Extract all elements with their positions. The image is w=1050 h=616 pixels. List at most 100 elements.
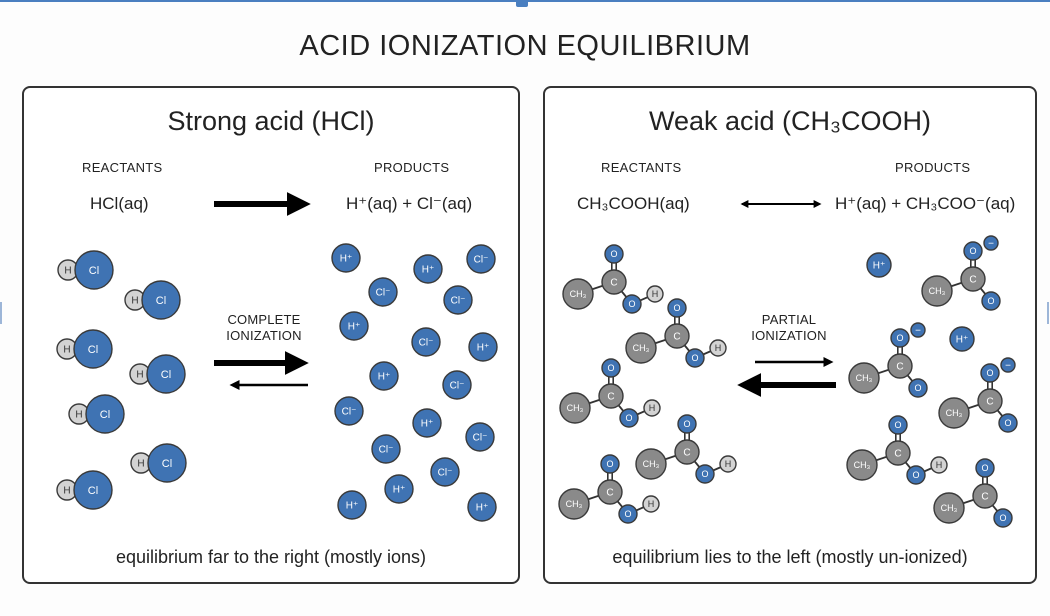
h-plus-ion-7-label: H⁺ xyxy=(346,501,359,512)
acetic-acid-1-o-right: O xyxy=(685,348,705,368)
hcl-cl-atom-1-circle xyxy=(141,280,181,320)
acetic-acid-0-o-right-label: O xyxy=(628,299,635,309)
acetate-1-o-top-circle xyxy=(890,328,910,348)
acetic-acid-0-o-right: O xyxy=(622,294,642,314)
complete-label-line1: COMPLETE xyxy=(227,312,301,327)
cl-minus-ion-4-label: Cl⁻ xyxy=(450,381,465,392)
weak-product-equation: H⁺(aq) + CH₃COO⁻(aq) xyxy=(835,194,1016,213)
h-plus-ion-0-circle xyxy=(331,243,361,273)
acetic-acid-1-ch3-circle xyxy=(625,332,657,364)
acetic-acid-0-h-circle xyxy=(646,285,664,303)
cl-minus-ion-0-label: Cl⁻ xyxy=(474,255,489,266)
h-plus-ion-5-label: H⁺ xyxy=(421,419,434,430)
hcl-h-atom-3-label: H xyxy=(136,370,143,381)
h-plus-ion-4: H⁺ xyxy=(468,332,498,362)
top-handle[interactable] xyxy=(516,0,528,7)
acetate-2-o-top: O xyxy=(980,363,1000,383)
acetic-acid-4-ch3-circle xyxy=(933,492,965,524)
acetic-acid-3-c-circle xyxy=(597,479,623,505)
acetic-acid-0-o-top-circle xyxy=(604,244,624,264)
cl-minus-ion-3: Cl⁻ xyxy=(411,327,441,357)
h-plus-ion-4-label: H⁺ xyxy=(477,343,490,354)
acetic-acid-1-o-top: O xyxy=(667,298,687,318)
hcl-cl-atom-5-label: Cl xyxy=(162,458,172,470)
acetate-0-o-right: O xyxy=(981,291,1001,311)
acetic-acid-2-o-top-circle xyxy=(601,358,621,378)
acetic-acid-4-c: C xyxy=(972,483,998,509)
hcl-cl-atom-0-label: Cl xyxy=(89,265,99,277)
acetic-acid-3-o-right-circle xyxy=(906,465,926,485)
cl-minus-ion-7-label: Cl⁻ xyxy=(473,433,488,444)
acetic-acid-3-c-label: C xyxy=(606,488,613,499)
acetic-acid-3-h-label: H xyxy=(936,460,943,470)
acetic-acid-0-ch3-circle xyxy=(562,278,594,310)
cl-minus-ion-0-circle xyxy=(466,244,496,274)
acetic-acid-3-o-top-circle xyxy=(600,454,620,474)
weak-reactants-label: REACTANTS xyxy=(601,160,682,175)
hcl-cl-atom-2: Cl xyxy=(73,329,113,369)
hcl-h-atom-5-label: H xyxy=(137,459,144,470)
acetic-acid-4-c-label: C xyxy=(981,492,988,503)
weak-h-plus-ion-1-label: H⁺ xyxy=(956,335,969,346)
acetic-acid-2-c-label: C xyxy=(607,392,614,403)
acetate-0-o-right-label: O xyxy=(987,296,994,306)
acetic-acid-4-o-top-label: O xyxy=(683,419,690,429)
hcl-h-atom-1-label: H xyxy=(131,296,138,307)
hcl-cl-atom-0-circle xyxy=(74,250,114,290)
acetic-acid-0-ch3-label: CH₃ xyxy=(570,289,587,299)
acetic-acid-3-o-right-circle xyxy=(618,504,638,524)
cl-minus-ion-8-label: Cl⁻ xyxy=(438,468,453,479)
acetic-acid-3-o-top-circle xyxy=(888,415,908,435)
acetic-acid-4-o-top: O xyxy=(677,414,697,434)
page-title: ACID IONIZATION EQUILIBRIUM xyxy=(299,30,751,62)
weak-products-label: PRODUCTS xyxy=(895,160,971,175)
acetate-2-c-circle xyxy=(977,388,1003,414)
cl-minus-ion-6-circle xyxy=(371,434,401,464)
acetic-acid-3-h-circle xyxy=(930,456,948,474)
acetate-2-o-top-circle xyxy=(980,363,1000,383)
h-plus-ion-3: H⁺ xyxy=(369,361,399,391)
cl-minus-ion-5: Cl⁻ xyxy=(334,396,364,426)
acetic-acid-3-h: H xyxy=(930,456,948,474)
cl-minus-ion-8: Cl⁻ xyxy=(430,457,460,487)
cl-minus-ion-4: Cl⁻ xyxy=(442,370,472,400)
cl-minus-ion-3-circle xyxy=(411,327,441,357)
cl-minus-ion-1-label: Cl⁻ xyxy=(376,288,391,299)
hcl-cl-atom-3-label: Cl xyxy=(161,369,171,381)
acetic-acid-2-o-right: O xyxy=(619,408,639,428)
h-plus-ion-4-circle xyxy=(468,332,498,362)
acetic-acid-1-h-label: H xyxy=(715,343,722,353)
weak-h-plus-ion-1-circle xyxy=(949,326,975,352)
acetic-acid-2-ch3-label: CH₃ xyxy=(567,403,584,413)
acetate-0-o-top-circle xyxy=(963,241,983,261)
acetic-acid-4-ch3: CH₃ xyxy=(933,492,965,524)
weak-reactant-equation: CH₃COOH(aq) xyxy=(577,194,690,213)
acetic-acid-0-c: C xyxy=(601,269,627,295)
acetic-acid-4-c-label: C xyxy=(683,448,690,459)
acetate-1-o-right-circle xyxy=(908,378,928,398)
cl-minus-ion-2-circle xyxy=(443,285,473,315)
acetic-acid-3-ch3-label: CH₃ xyxy=(854,460,871,470)
left-resize-handle[interactable] xyxy=(0,302,2,324)
acetic-acid-4-h-label: H xyxy=(725,459,732,469)
weak-acid-title: Weak acid (CH₃COOH) xyxy=(648,106,932,136)
hcl-cl-atom-5-circle xyxy=(147,443,187,483)
hcl-cl-atom-4-label: Cl xyxy=(100,409,110,421)
acetic-acid-1-o-right-circle xyxy=(685,348,705,368)
hcl-cl-atom-6: Cl xyxy=(73,470,113,510)
complete-ionization-label: COMPLETE IONIZATION xyxy=(222,312,306,344)
acetate-2-o-top-label: O xyxy=(986,368,993,378)
acetic-acid-3-ch3-label: CH₃ xyxy=(566,499,583,509)
hcl-cl-atom-0: Cl xyxy=(74,250,114,290)
partial-label-line1: PARTIAL xyxy=(761,312,817,327)
acetate-2-minus: − xyxy=(1000,357,1016,373)
hcl-h-atom-4: H xyxy=(68,403,90,425)
h-plus-ion-0: H⁺ xyxy=(331,243,361,273)
acetic-acid-2-c-circle xyxy=(598,383,624,409)
acetate-1-o-right-label: O xyxy=(914,383,921,393)
right-resize-handle[interactable] xyxy=(1047,302,1049,324)
acetic-acid-4-o-right-label: O xyxy=(999,513,1006,523)
acetic-acid-1-o-top-label: O xyxy=(673,303,680,313)
cl-minus-ion-5-label: Cl⁻ xyxy=(342,407,357,418)
strong-products-label: PRODUCTS xyxy=(374,160,450,175)
